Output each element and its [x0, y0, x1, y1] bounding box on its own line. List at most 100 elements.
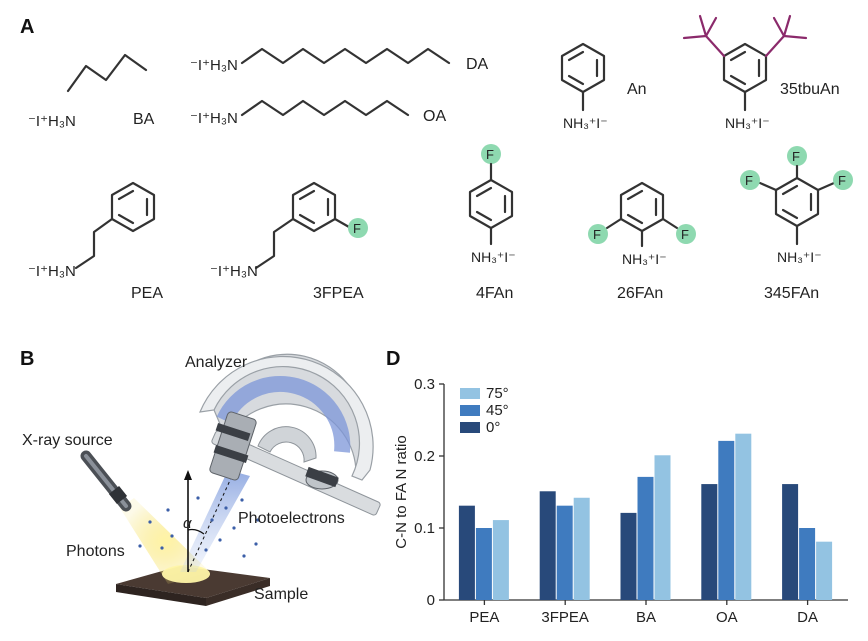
fluorine-highlight	[588, 224, 608, 244]
fpea-ring	[291, 181, 337, 233]
bar-pea-1	[475, 528, 492, 600]
molecule-35tbuan: NH₃⁺I⁻ 35tbuAn	[682, 14, 840, 131]
tbuan-double-bond	[729, 50, 747, 62]
an-ammonium-group: NH₃⁺I⁻	[563, 115, 608, 131]
y-axis-label: C-N to FA N ratio	[393, 435, 410, 548]
fan4-ammonium-group: NH₃⁺I⁻	[471, 249, 516, 265]
bar-oa-1	[718, 440, 735, 600]
photoelectron-dots	[138, 496, 260, 558]
chart-legend: 75°45°0°	[460, 385, 509, 436]
bar-3fpea-0	[539, 491, 556, 600]
legend-entry: 75°	[486, 385, 509, 402]
analyzer-lens-column	[209, 411, 257, 481]
photons-label: Photons	[66, 543, 125, 560]
da-ammonium-group: ⁻I⁺H₃N	[190, 57, 238, 74]
panel-b-label: B	[20, 348, 34, 370]
fan26-double-bond	[626, 213, 644, 225]
bar-ba-0	[620, 512, 637, 600]
bar-pea-2	[492, 520, 509, 600]
tbuan-double-bond	[729, 74, 747, 86]
x-tick-label: 3FPEA	[541, 609, 589, 626]
oa-label: OA	[423, 108, 446, 125]
ba-label: BA	[133, 111, 155, 128]
fluorine-highlight	[481, 144, 501, 164]
da-label: DA	[466, 56, 489, 73]
photoelectrons-label: Photoelectrons	[238, 510, 345, 527]
oa-ammonium-group: ⁻I⁺H₃N	[190, 110, 238, 127]
analyzer-label: Analyzer	[185, 354, 248, 371]
arrow-head	[184, 470, 192, 480]
legend-entry: 45°	[486, 402, 509, 419]
y-tick-label: 0.3	[414, 376, 435, 393]
fpea-label: 3FPEA	[313, 285, 364, 302]
y-tick-label: 0.1	[414, 520, 435, 537]
fluorine-label: F	[593, 227, 601, 242]
y-tick-label: 0.2	[414, 448, 435, 465]
y-tick-group: 0 0.1 0.2 0.3	[414, 376, 444, 609]
molecule-ba: ⁻I⁺H₃N BA	[28, 53, 155, 130]
fluorine-label: F	[681, 227, 689, 242]
pea-double-bond	[117, 189, 135, 201]
bar-3fpea-1	[556, 505, 573, 600]
da-chain	[240, 47, 451, 65]
ba-ammonium-group: ⁻I⁺H₃N	[28, 113, 76, 130]
tbu-group-right	[764, 14, 808, 58]
fan345-double-bond	[781, 184, 799, 196]
fan345-ammonium-group: NH₃⁺I⁻	[777, 249, 822, 265]
pea-chain	[74, 217, 114, 270]
bar-group	[458, 433, 833, 600]
bar-oa-2	[735, 433, 752, 600]
fluorine-label: F	[353, 221, 361, 236]
fluorine-highlight	[676, 224, 696, 244]
fpea-chain	[254, 217, 295, 270]
bar-da-2	[816, 541, 833, 600]
x-tick-label: DA	[797, 609, 818, 626]
fan26-double-bond	[626, 189, 644, 201]
fan345-cf-bond	[816, 181, 836, 192]
y-tick-label: 0	[427, 592, 435, 609]
legend-swatch	[460, 422, 480, 433]
fpea-cf-bond	[333, 217, 351, 229]
x-tick-label: OA	[716, 609, 738, 626]
fan4-double-bond	[475, 186, 493, 198]
legend-swatch	[460, 405, 480, 416]
xray-source-gun	[80, 450, 132, 512]
fan4-label: 4FAn	[476, 285, 513, 302]
fluorine-label: F	[486, 147, 494, 162]
pea-double-bond	[117, 213, 135, 225]
xps-setup-illustration: α Analyzer X-ray source Photons	[22, 353, 381, 606]
panel-d-label: D	[386, 348, 400, 370]
tbuan-label: 35tbuAn	[780, 81, 840, 98]
beam-spot	[162, 565, 210, 583]
oa-chain	[240, 99, 410, 117]
tbu-group-left	[682, 14, 726, 58]
fan26-cf-bond	[605, 217, 623, 230]
molecule-an: NH₃⁺I⁻ An	[560, 42, 647, 131]
analyzer-hemisphere	[199, 353, 381, 516]
molecule-da: ⁻I⁺H₃N DA	[190, 47, 489, 74]
tbuan-ammonium-group: NH₃⁺I⁻	[725, 115, 770, 131]
bar-ba-2	[654, 455, 671, 600]
an-double-bond	[567, 74, 585, 86]
molecule-345fan: F F F NH₃⁺I⁻ 345FAn	[740, 146, 853, 302]
bar-ba-1	[637, 476, 654, 600]
fpea-double-bond	[298, 213, 316, 225]
pea-label: PEA	[131, 285, 163, 302]
bar-oa-0	[701, 484, 718, 600]
fan345-double-bond	[781, 208, 799, 220]
legend-swatch	[460, 388, 480, 399]
fluorine-label: F	[792, 149, 800, 164]
fan26-label: 26FAn	[617, 285, 663, 302]
ba-chain	[66, 53, 148, 93]
angle-alpha-label: α	[183, 515, 192, 532]
fan26-ammonium-group: NH₃⁺I⁻	[622, 251, 667, 267]
molecule-26fan: F F NH₃⁺I⁻ 26FAn	[588, 181, 696, 302]
angle-arc	[187, 528, 205, 535]
an-label: An	[627, 81, 647, 98]
an-double-bond	[567, 50, 585, 62]
bar-da-1	[799, 528, 816, 600]
molecule-pea: ⁻I⁺H₃N PEA	[28, 181, 163, 302]
fluorine-highlight	[833, 170, 853, 190]
